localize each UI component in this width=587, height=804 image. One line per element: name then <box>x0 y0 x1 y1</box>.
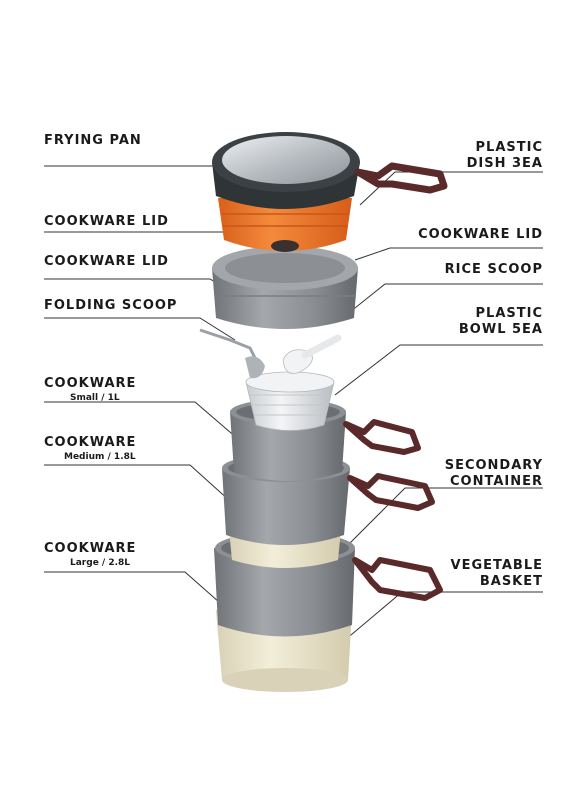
label-plastic-bowl-line2: BOWL 5EA <box>458 322 543 337</box>
rice-scoop <box>282 334 342 374</box>
leader-cookware-medium <box>44 464 241 511</box>
label-cookware-lid-1: COOKWARE LID <box>44 214 169 229</box>
label-rice-scoop: RICE SCOOP <box>444 262 543 277</box>
cookware-lid-gray <box>212 246 358 329</box>
leader-vegetable-basket <box>344 591 543 641</box>
label-folding-scoop: FOLDING SCOOP <box>44 298 178 313</box>
label-cookware-lid-2: COOKWARE LID <box>44 254 169 269</box>
leader-plastic-dish <box>359 171 543 206</box>
label-vegetable-line2: BASKET <box>479 574 543 589</box>
label-cookware-small: COOKWARE <box>44 376 137 391</box>
leader-cookware-lid-2 <box>44 278 226 289</box>
label-cookware-medium-size: Medium / 1.8L <box>64 452 136 462</box>
leader-folding-scoop <box>44 317 236 341</box>
leader-secondary-container <box>344 487 543 549</box>
cookware-lid-orange <box>218 198 352 252</box>
label-cookware-large: COOKWARE <box>44 541 137 556</box>
folding-scoop <box>199 328 265 379</box>
plastic-bowls <box>245 371 335 431</box>
leader-rice-scoop <box>339 283 543 321</box>
label-vegetable-line1: VEGETABLE <box>450 558 543 573</box>
leader-cookware-large <box>44 571 229 611</box>
label-secondary-line2: CONTAINER <box>450 474 543 489</box>
label-plastic-dish-line2: DISH 3EA <box>466 156 543 171</box>
label-cookware-medium: COOKWARE <box>44 435 137 450</box>
leader-plastic-bowl <box>334 344 543 396</box>
label-frying-pan: FRYING PAN <box>44 133 142 148</box>
leader-cookware-lid-right <box>354 247 543 261</box>
label-plastic-bowl-line1: PLASTIC <box>475 306 543 321</box>
leader-cookware-small <box>44 401 246 446</box>
label-cookware-small-size: Small / 1L <box>70 393 120 403</box>
leader-frying-pan <box>44 165 233 179</box>
label-cookware-lid-right: COOKWARE LID <box>418 227 543 242</box>
label-plastic-dish-line1: PLASTIC <box>475 140 543 155</box>
label-secondary-line1: SECONDARY <box>444 458 543 473</box>
frying-pan <box>212 132 448 209</box>
label-cookware-large-size: Large / 2.8L <box>70 558 131 568</box>
